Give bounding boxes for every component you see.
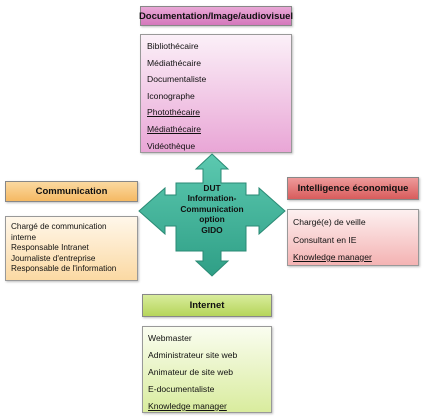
intelligence-title: Intelligence économique [297, 183, 409, 194]
communication-title: Communication [35, 186, 108, 197]
list-item: Médiathécaire [147, 57, 201, 68]
documentation-title: Documentation/Image/audiovisuel [138, 10, 294, 22]
list-item: Administrateur site web [148, 350, 238, 360]
four-way-arrow-icon [138, 153, 286, 277]
arrow-shape [138, 153, 286, 277]
list-item: Chargé de communication [11, 222, 107, 231]
center-line: Information- [187, 193, 237, 204]
center-line: option [199, 214, 225, 225]
list-item: interne [11, 232, 37, 242]
intelligence-header: Intelligence économique [287, 177, 419, 200]
internet-header: Internet [142, 294, 272, 317]
list-item: Médiathécaire [147, 123, 201, 134]
list-item: Knowledge manager [293, 252, 372, 262]
list-item: Consultant en IE [293, 234, 357, 245]
center-label: DUT Information- Communication option GI… [176, 183, 248, 235]
list-item: Webmaster [148, 333, 192, 343]
internet-title: Internet [189, 300, 225, 311]
intelligence-list: Chargé(e) de veille Consultant en IE Kno… [287, 209, 419, 266]
list-item: Iconographe [147, 90, 195, 101]
list-item: Bibliothécaire [147, 41, 199, 51]
documentation-list: Bibliothécaire Médiathécaire Documentali… [140, 34, 292, 153]
center-line: Communication [180, 203, 244, 214]
communication-header: Communication [5, 181, 138, 202]
list-item: Documentaliste [147, 74, 207, 85]
list-item: E-documentaliste [148, 384, 215, 394]
communication-list: Chargé de communication interne Responsa… [5, 216, 138, 281]
list-item: Knowledge manager [148, 401, 227, 411]
center-line: DUT [203, 183, 221, 193]
list-item: Responsable Intranet [11, 243, 89, 253]
list-item: Vidéothèque [147, 140, 196, 151]
list-item: Chargé(e) de veille [293, 217, 366, 227]
list-item: Journaliste d'entreprise [11, 253, 96, 263]
documentation-header: Documentation/Image/audiovisuel [138, 6, 294, 26]
list-item: Photothécaire [147, 107, 201, 118]
center-line: GIDO [201, 224, 223, 235]
list-item: Responsable de l'information [11, 264, 117, 274]
list-item: Animateur de site web [148, 367, 234, 377]
internet-list: Webmaster Administrateur site web Animat… [142, 326, 272, 413]
